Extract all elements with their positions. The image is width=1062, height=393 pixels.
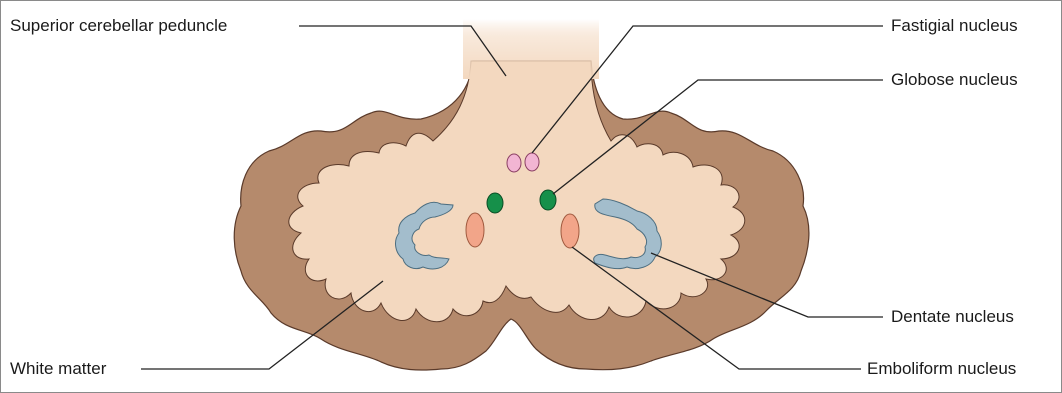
- peduncle-fade: [463, 19, 599, 79]
- white-matter-region: [289, 61, 745, 322]
- label-fastigial-nucleus: Fastigial nucleus: [891, 16, 1018, 36]
- emboliform-nucleus-left: [466, 213, 484, 247]
- label-dentate-nucleus: Dentate nucleus: [891, 307, 1014, 327]
- label-globose-nucleus: Globose nucleus: [891, 70, 1018, 90]
- fastigial-nucleus-left: [507, 154, 521, 172]
- label-superior-cerebellar-peduncle: Superior cerebellar peduncle: [10, 16, 227, 36]
- fastigial-nucleus-right: [525, 153, 539, 171]
- globose-nucleus-left: [487, 193, 503, 213]
- label-emboliform-nucleus: Emboliform nucleus: [867, 359, 1016, 379]
- emboliform-nucleus-right: [561, 214, 579, 248]
- label-white-matter: White matter: [10, 359, 106, 379]
